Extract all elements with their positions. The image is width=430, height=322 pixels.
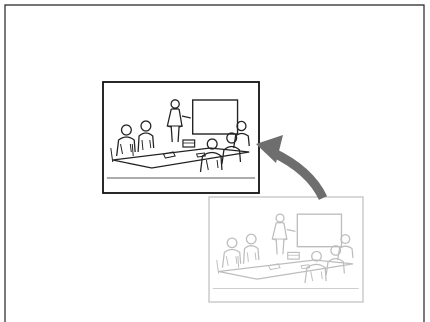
meeting-room-illustration	[103, 82, 259, 193]
curved-arrow-icon	[256, 135, 323, 198]
meeting-room-illustration-faded	[209, 197, 363, 302]
